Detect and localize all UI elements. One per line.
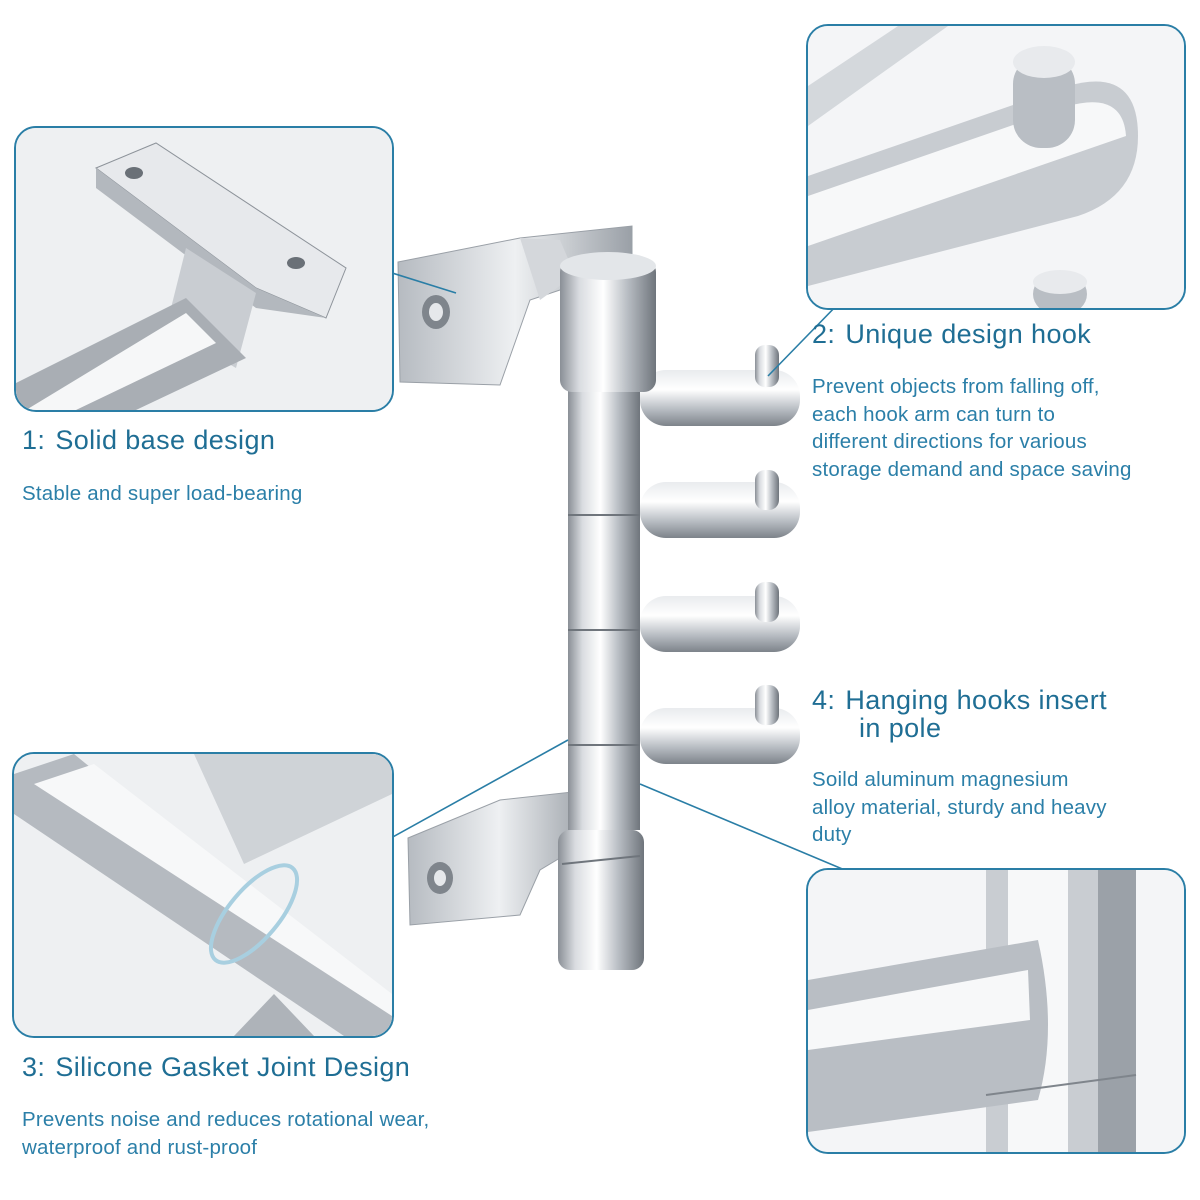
feature-1-number: 1:: [22, 425, 46, 455]
feature-1-description: Stable and super load-bearing: [22, 482, 303, 505]
feature-1-heading: 1: Solid base design: [22, 426, 275, 454]
feature-4-heading: 4: Hanging hooks insert in pole: [812, 686, 1107, 742]
feature-2-title: Unique design hook: [845, 319, 1092, 349]
feature-4-description: Soild aluminum magnesium alloy material,…: [812, 766, 1107, 849]
bottom-wall-bracket: [407, 789, 591, 926]
feature-2-description-line-1: Prevent objects from falling off,: [812, 375, 1100, 398]
gasket-closeup-illustration: [14, 754, 392, 1036]
feature-2-description-line-4: storage demand and space saving: [812, 457, 1132, 481]
feature-3-description-line-1: Prevents noise and reduces rotational we…: [22, 1108, 430, 1131]
feature-3-description-line-2: waterproof and rust-proof: [22, 1135, 258, 1159]
feature-2-description: Prevent objects from falling off, each h…: [812, 373, 1132, 483]
feature-3-description: Prevents noise and reduces rotational we…: [22, 1106, 429, 1161]
feature-3-heading: 3: Silicone Gasket Joint Design: [22, 1053, 410, 1081]
feature-4-description-line-3: duty: [812, 823, 852, 846]
feature-2-description-line-3: different directions for various: [812, 430, 1087, 453]
insert-closeup-illustration: [808, 870, 1184, 1152]
feature-2-description-line-2: each hook arm can turn to: [812, 402, 1056, 426]
hook-closeup-illustration: [808, 26, 1184, 308]
detail-panel-hook: [806, 24, 1186, 310]
detail-panel-insert: [806, 868, 1186, 1154]
vertical-pole: [558, 252, 656, 970]
feature-4-description-line-1: Soild aluminum magnesium: [812, 768, 1069, 791]
feature-2-heading: 2: Unique design hook: [812, 320, 1091, 348]
feature-4-number: 4:: [812, 685, 836, 715]
feature-4-description-line-2: alloy material, sturdy and heavy: [812, 795, 1107, 819]
feature-1-title: Solid base design: [55, 425, 276, 455]
detail-panel-base: [14, 126, 394, 412]
feature-3-number: 3:: [22, 1052, 46, 1082]
base-closeup-illustration: [16, 128, 392, 410]
top-wall-bracket: [397, 225, 633, 386]
feature-4-title-line-2: in pole: [859, 713, 942, 743]
feature-4-title-line-1: Hanging hooks insert: [845, 685, 1107, 715]
detail-panel-gasket: [12, 752, 394, 1038]
hook-arms: [640, 345, 800, 764]
feature-3-title: Silicone Gasket Joint Design: [55, 1052, 411, 1082]
feature-2-number: 2:: [812, 319, 836, 349]
